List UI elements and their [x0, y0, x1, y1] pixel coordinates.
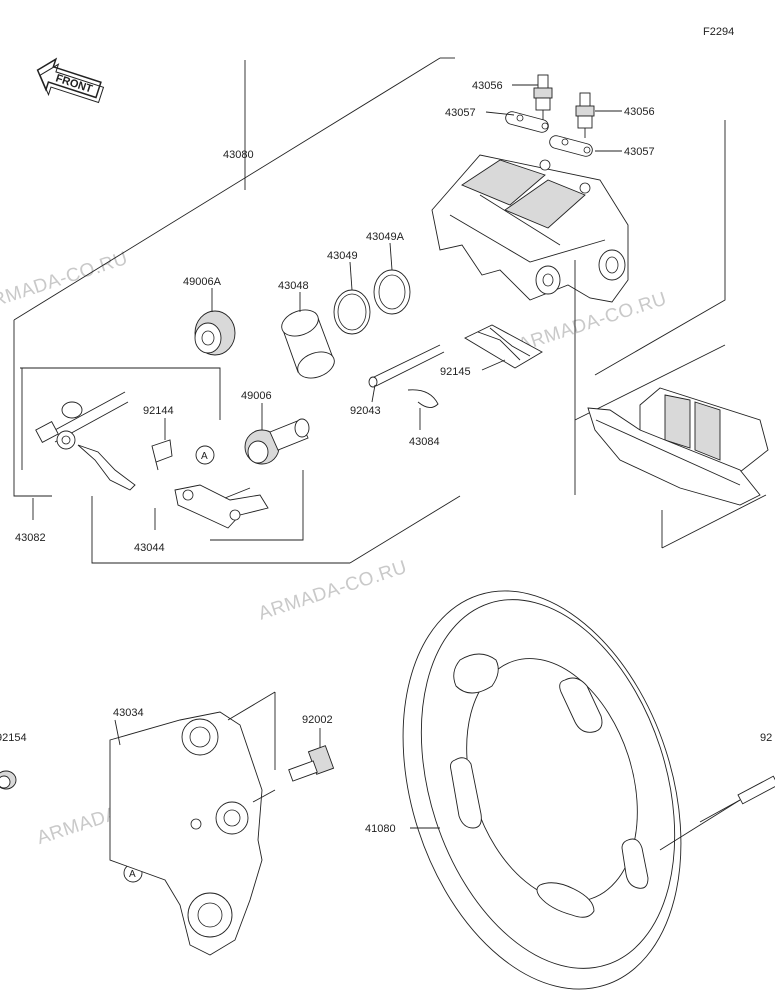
label-43080: 43080 — [223, 149, 254, 161]
label-92145: 92145 — [440, 366, 471, 378]
bolt-92002 — [288, 745, 335, 782]
bracket-43044 — [35, 391, 136, 491]
brake-pads — [587, 387, 769, 506]
caliper-bracket-43034 — [109, 691, 276, 956]
label-43056a: 43056 — [472, 80, 503, 92]
brake-disc-41080 — [402, 590, 741, 990]
bolt-right-edge — [699, 775, 775, 823]
bleed-cap-2 — [549, 135, 593, 157]
watermark-3: ARMADA-CO.RU — [256, 557, 410, 625]
label-43084: 43084 — [409, 436, 440, 448]
label-92043: 92043 — [350, 405, 381, 417]
bleed-screw-2 — [575, 92, 595, 138]
pin-49006 — [244, 418, 310, 465]
front-arrow-icon: FRONT — [36, 57, 105, 104]
callout-a-top-label: A — [201, 451, 208, 462]
label-92-edge: 92 — [760, 732, 772, 744]
caliper-body — [431, 154, 629, 470]
bleed-screw-1 — [533, 74, 553, 125]
label-43048: 43048 — [278, 280, 309, 292]
label-43056b: 43056 — [624, 106, 655, 118]
label-43057a: 43057 — [445, 107, 476, 119]
label-92154: 92154 — [0, 732, 27, 744]
leader-lines — [32, 84, 622, 829]
watermark-1: ARMADA-CO.RU — [0, 248, 131, 316]
part-labels: 43056 43057 43056 43057 43080 43049A 430… — [0, 80, 772, 835]
label-92002: 92002 — [302, 714, 333, 726]
label-43082: 43082 — [15, 532, 46, 544]
label-43057b: 43057 — [624, 146, 655, 158]
label-49006A: 49006A — [183, 276, 222, 288]
callout-a-bottom-label: A — [129, 869, 136, 880]
sub-bracket — [174, 484, 269, 529]
seal-43049 — [333, 289, 371, 335]
label-43049A: 43049A — [366, 231, 405, 243]
slide-pin-92043 — [368, 344, 445, 388]
label-92144: 92144 — [143, 405, 174, 417]
label-43034: 43034 — [113, 707, 144, 719]
piston-43048 — [281, 309, 335, 379]
pad-spring-92145 — [464, 324, 543, 369]
label-43049: 43049 — [327, 250, 358, 262]
label-49006: 49006 — [241, 390, 272, 402]
callout-a-top: A — [195, 445, 215, 465]
assembly-outline — [13, 57, 767, 564]
pin-clip-43084 — [407, 389, 439, 408]
figure-code: F2294 — [703, 26, 734, 38]
label-43044: 43044 — [134, 542, 165, 554]
bolt-92154 — [0, 770, 17, 790]
dust-boot-49006A — [194, 310, 236, 356]
label-41080: 41080 — [365, 823, 396, 835]
pad-clip-92144 — [151, 439, 173, 471]
bleed-cap-1 — [505, 111, 549, 133]
seal-43049A — [373, 269, 411, 315]
